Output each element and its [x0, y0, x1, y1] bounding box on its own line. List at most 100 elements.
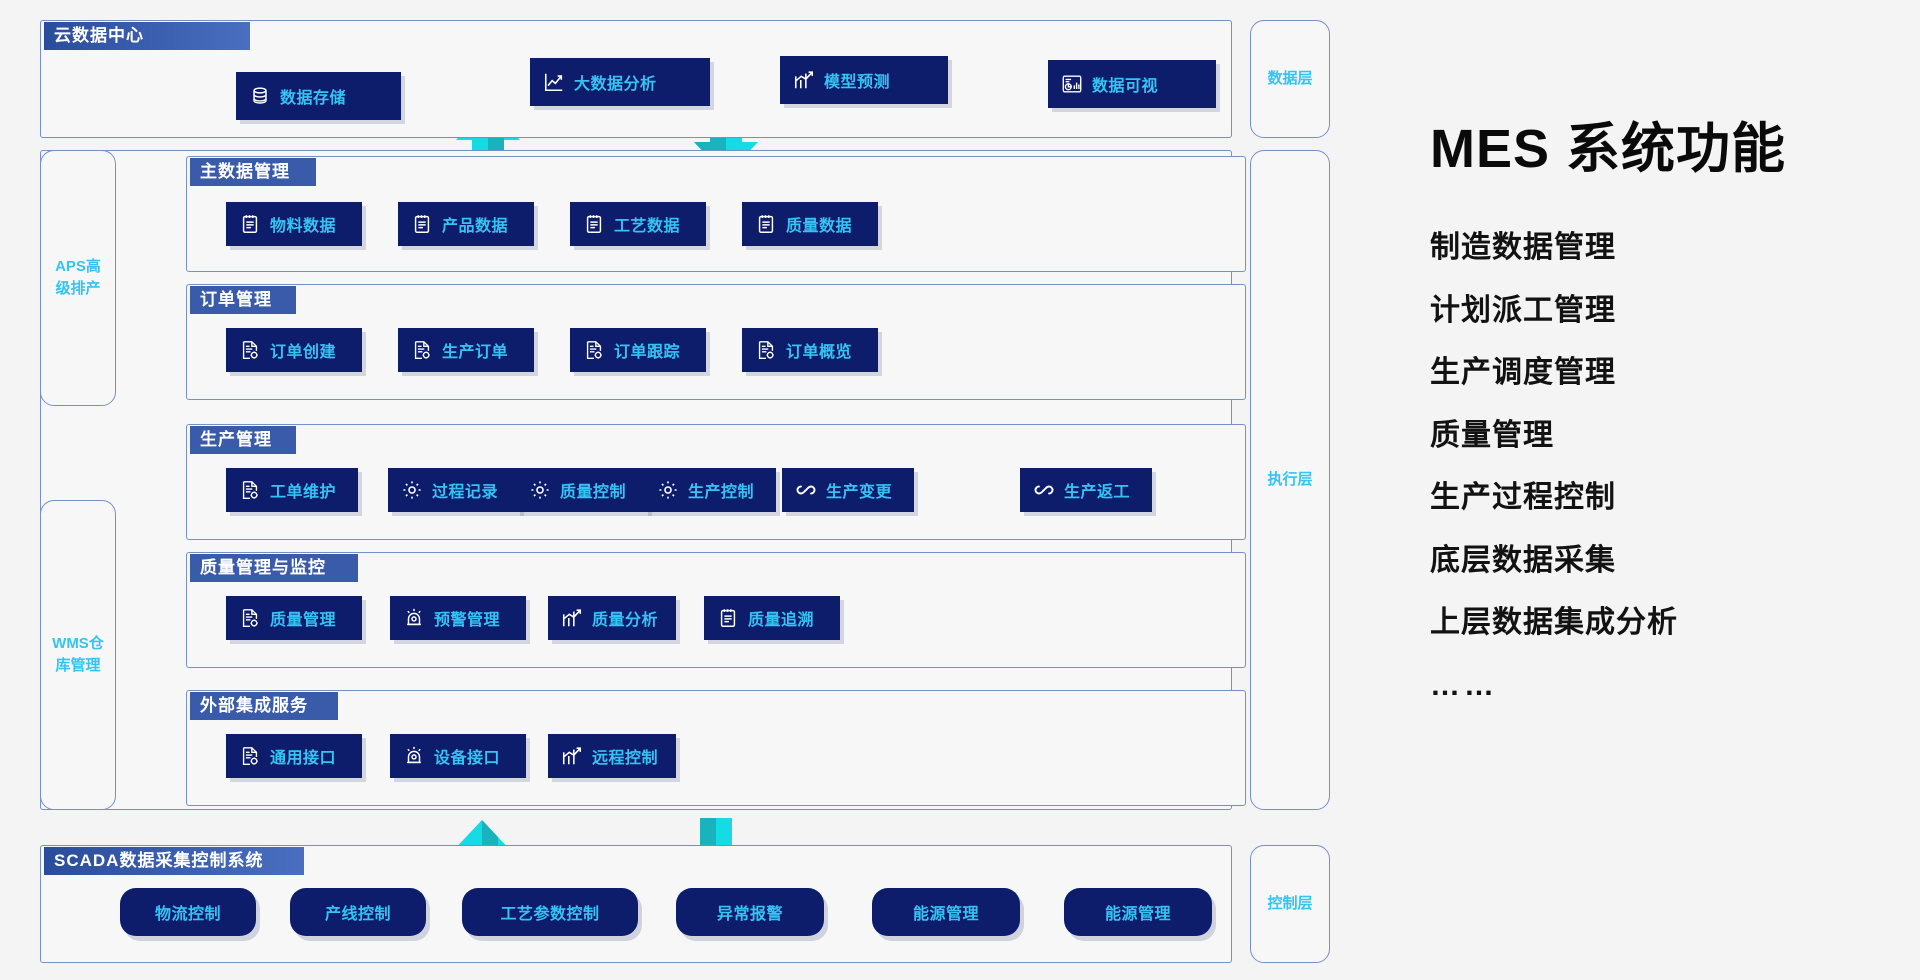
node-material-data[interactable]: 物料数据: [226, 202, 362, 246]
node-label: 物流控制: [154, 906, 221, 923]
node-workorder-maintenance[interactable]: 工单维护: [226, 468, 358, 512]
cloud-data-center-caption: 云数据中心: [44, 22, 250, 50]
clipboard-list-icon: [411, 213, 433, 235]
node-label: 订单跟踪: [614, 344, 681, 361]
database-icon: [249, 85, 271, 107]
function-item-5: 底层数据采集: [1430, 543, 1616, 577]
node-order-create[interactable]: 订单创建: [226, 328, 362, 372]
node-data-visualization[interactable]: 数据可视: [1048, 60, 1216, 108]
gear-icon: [401, 479, 423, 501]
node-production-change[interactable]: 生产变更: [782, 468, 914, 512]
order-management-section-panel: [186, 284, 1246, 400]
node-quality-control[interactable]: 质量控制: [516, 468, 648, 512]
dashboard-report-icon: [1061, 73, 1083, 95]
node-device-interface[interactable]: 设备接口: [390, 734, 526, 778]
node-production-rework[interactable]: 生产返工: [1020, 468, 1152, 512]
wms-label-line2: 库管理: [55, 657, 101, 674]
node-label: 能源管理: [1104, 906, 1171, 923]
node-product-data[interactable]: 产品数据: [398, 202, 534, 246]
node-label: 工单维护: [270, 484, 337, 501]
node-logistics-control[interactable]: 物流控制: [120, 888, 256, 936]
trend-up-icon: [793, 69, 815, 91]
node-label: 订单创建: [270, 344, 337, 361]
function-item-ellipsis: ……: [1430, 668, 1498, 702]
document-gear-icon: [583, 339, 605, 361]
node-label: 质量管理: [270, 612, 337, 629]
node-order-overview[interactable]: 订单概览: [742, 328, 878, 372]
node-energy-management-2[interactable]: 能源管理: [1064, 888, 1212, 936]
node-order-tracking[interactable]: 订单跟踪: [570, 328, 706, 372]
chart-line-box-icon: [543, 71, 565, 93]
node-quality-management[interactable]: 质量管理: [226, 596, 362, 640]
node-label: 产线控制: [324, 906, 391, 923]
node-label: 大数据分析: [574, 76, 657, 93]
function-item-6: 上层数据集成分析: [1430, 606, 1678, 640]
external-integration-caption: 外部集成服务: [190, 692, 338, 720]
alarm-lamp-icon: [403, 607, 425, 629]
infinity-icon: [795, 479, 817, 501]
clipboard-list-icon: [583, 213, 605, 235]
node-big-data-analysis[interactable]: 大数据分析: [530, 58, 710, 106]
function-item-4: 生产过程控制: [1430, 481, 1616, 515]
mes-functions-panel: MES 系统功能 制造数据管理 计划派工管理 生产调度管理 质量管理 生产过程控…: [1430, 119, 1900, 731]
aps-module-label: APS高 级排产: [40, 150, 116, 406]
document-gear-icon: [411, 339, 433, 361]
node-production-order[interactable]: 生产订单: [398, 328, 534, 372]
layer-label-control: 控制层: [1267, 895, 1313, 913]
node-remote-control[interactable]: 远程控制: [548, 734, 676, 778]
function-item-1: 计划派工管理: [1430, 293, 1616, 327]
page-title: MES 系统功能: [1430, 119, 1787, 179]
node-label: 远程控制: [592, 750, 659, 767]
node-label: 异常报警: [716, 906, 783, 923]
node-label: 生产订单: [442, 344, 509, 361]
node-label: 物料数据: [270, 218, 337, 235]
external-integration-section-panel: [186, 690, 1246, 806]
aps-label-line2: 级排产: [55, 280, 101, 297]
document-gear-icon: [755, 339, 777, 361]
clipboard-list-icon: [717, 607, 739, 629]
clipboard-list-icon: [755, 213, 777, 235]
node-energy-management-1[interactable]: 能源管理: [872, 888, 1020, 936]
node-process-record[interactable]: 过程记录: [388, 468, 520, 512]
node-general-interface[interactable]: 通用接口: [226, 734, 362, 778]
wms-module-box[interactable]: [40, 500, 116, 810]
layer-label-data: 数据层: [1267, 70, 1313, 88]
node-line-control[interactable]: 产线控制: [290, 888, 426, 936]
node-quality-traceability[interactable]: 质量追溯: [704, 596, 840, 640]
node-label: 生产控制: [688, 484, 755, 501]
node-label: 数据存储: [280, 90, 347, 107]
node-process-parameter-control[interactable]: 工艺参数控制: [462, 888, 638, 936]
node-quality-analysis[interactable]: 质量分析: [548, 596, 676, 640]
master-data-section-panel: [186, 156, 1246, 272]
node-label: 质量追溯: [748, 612, 815, 629]
function-item-2: 生产调度管理: [1430, 356, 1616, 390]
node-data-storage[interactable]: 数据存储: [236, 72, 401, 120]
node-label: 预警管理: [434, 612, 501, 629]
node-label: 质量控制: [560, 484, 627, 501]
node-production-control[interactable]: 生产控制: [644, 468, 776, 512]
node-abnormal-alarm[interactable]: 异常报警: [676, 888, 824, 936]
scada-caption: SCADA数据采集控制系统: [44, 847, 304, 875]
node-label: 过程记录: [432, 484, 499, 501]
clipboard-list-icon: [239, 213, 261, 235]
node-process-data[interactable]: 工艺数据: [570, 202, 706, 246]
node-quality-data[interactable]: 质量数据: [742, 202, 878, 246]
node-label: 工艺参数控制: [500, 906, 600, 923]
quality-management-caption: 质量管理与监控: [190, 554, 358, 582]
node-label: 订单概览: [786, 344, 853, 361]
document-gear-icon: [239, 479, 261, 501]
node-label: 通用接口: [270, 750, 337, 767]
node-label: 产品数据: [442, 218, 509, 235]
node-label: 工艺数据: [614, 218, 681, 235]
function-item-0: 制造数据管理: [1430, 231, 1616, 265]
node-alarm-management[interactable]: 预警管理: [390, 596, 526, 640]
layer-box-control[interactable]: [1250, 845, 1330, 963]
layer-box-execution[interactable]: [1250, 150, 1330, 810]
node-model-prediction[interactable]: 模型预测: [780, 56, 948, 104]
trend-up-icon: [561, 607, 583, 629]
layer-box-data[interactable]: [1250, 20, 1330, 138]
trend-up-icon: [561, 745, 583, 767]
aps-module-box[interactable]: [40, 150, 116, 406]
wms-module-label: WMS仓 库管理: [40, 500, 116, 810]
